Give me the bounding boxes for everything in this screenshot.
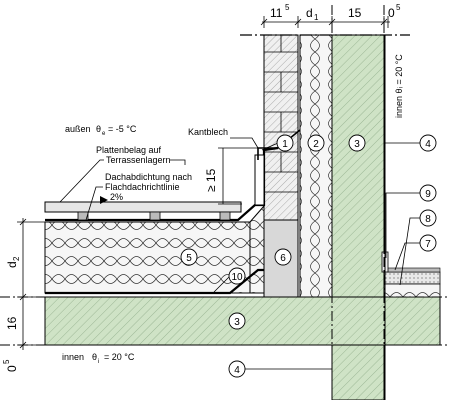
- dim-05-top-sup: 5: [396, 3, 401, 12]
- dim-min15: ≥ 15: [204, 168, 218, 192]
- marker-3-wall: 3: [348, 134, 366, 152]
- dim-115-sup: 5: [285, 3, 290, 12]
- dim-d1-sub: 1: [314, 13, 319, 22]
- left-dimension-line: [17, 218, 45, 350]
- marker-4-top: 4: [384, 134, 437, 152]
- marker-9: 9: [385, 184, 437, 258]
- marker-1: 1: [261, 134, 294, 152]
- dim-15-top: 15: [348, 6, 362, 20]
- drip-edge: [254, 154, 265, 206]
- svg-text:6: 6: [280, 253, 286, 264]
- label-plattenbelag-2: Terrassenlagern: [106, 155, 171, 165]
- svg-text:4: 4: [425, 139, 431, 150]
- label-kantblech: Kantblech: [188, 127, 228, 137]
- svg-text:3: 3: [234, 317, 240, 328]
- label-slope: 2%: [110, 192, 123, 202]
- paving-slabs: [44, 201, 242, 213]
- dim-d1: d: [306, 6, 313, 20]
- svg-text:1: 1: [282, 139, 288, 150]
- label-theta-i: θ: [92, 352, 97, 362]
- dim-05-left: 0: [5, 365, 19, 372]
- label-theta-e: θ: [96, 124, 101, 134]
- dim-d2: d: [5, 261, 19, 268]
- marker-4-bottom: 4: [228, 360, 332, 378]
- label-theta-e-value: = -5 °C: [108, 124, 137, 134]
- wall-insulation: [299, 34, 333, 298]
- label-inside-bottom: innen: [62, 352, 84, 362]
- dim-115: 11: [270, 6, 283, 20]
- svg-text:4: 4: [234, 365, 240, 376]
- label-outside: außen: [65, 124, 91, 134]
- label-dachabdichtung-1: Dachabdichtung nach: [105, 172, 192, 182]
- marker-6: 6: [274, 248, 292, 266]
- concrete-wall-upper: [331, 34, 385, 298]
- brick-joints: [264, 35, 298, 193]
- label-theta-i-value: = 20 °C: [104, 352, 135, 362]
- marker-7: 7: [394, 234, 437, 271]
- marker-2: 2: [307, 134, 325, 152]
- svg-text:2: 2: [313, 139, 319, 150]
- marker-10: 10: [213, 267, 246, 293]
- leader-kantblech: [230, 137, 259, 149]
- top-dimension-line: [260, 16, 390, 28]
- svg-text:7: 7: [425, 239, 431, 250]
- pedestals: [77, 211, 231, 221]
- roof-insulation-corner: [249, 204, 265, 294]
- axis-lines: [0, 5, 450, 400]
- concrete-wall-lower: [331, 344, 385, 401]
- roof-insulation: [44, 221, 251, 294]
- svg-text:8: 8: [425, 214, 431, 225]
- label-theta-i-sub: i: [98, 359, 99, 365]
- min15-dimension: [218, 147, 258, 205]
- inner-floor-finish: [383, 267, 441, 273]
- inner-floor-insulation: [383, 283, 441, 298]
- leader-plattenbelag-2: [170, 159, 186, 165]
- membrane-bottom: [45, 268, 264, 295]
- inner-floor-screed: [383, 271, 441, 285]
- dim-16: 16: [5, 316, 19, 330]
- dim-d2-sub: 2: [12, 256, 21, 261]
- label-plattenbelag-1: Plattenbelag auf: [96, 145, 162, 155]
- label-inside-vertical: innen θᵢ = 20 °C: [394, 54, 404, 118]
- brick-base-block: [263, 219, 299, 298]
- marker-8: 8: [399, 209, 437, 286]
- label-dachabdichtung-2: Flachdachrichtlinie: [105, 182, 180, 192]
- label-theta-e-sub: e: [102, 131, 106, 137]
- svg-text:5: 5: [186, 253, 192, 264]
- svg-text:3: 3: [354, 139, 360, 150]
- marker-5: 5: [180, 248, 198, 266]
- leader-plattenbelag: [59, 159, 104, 203]
- svg-text:10: 10: [231, 272, 243, 283]
- svg-text:9: 9: [425, 189, 431, 200]
- dim-05-left-sup: 5: [2, 359, 11, 364]
- leader-dachabdichtung: [85, 186, 103, 221]
- dim-05-top: 0: [388, 6, 395, 20]
- slope-arrow: [100, 196, 108, 204]
- marker-3-slab: 3: [228, 312, 246, 330]
